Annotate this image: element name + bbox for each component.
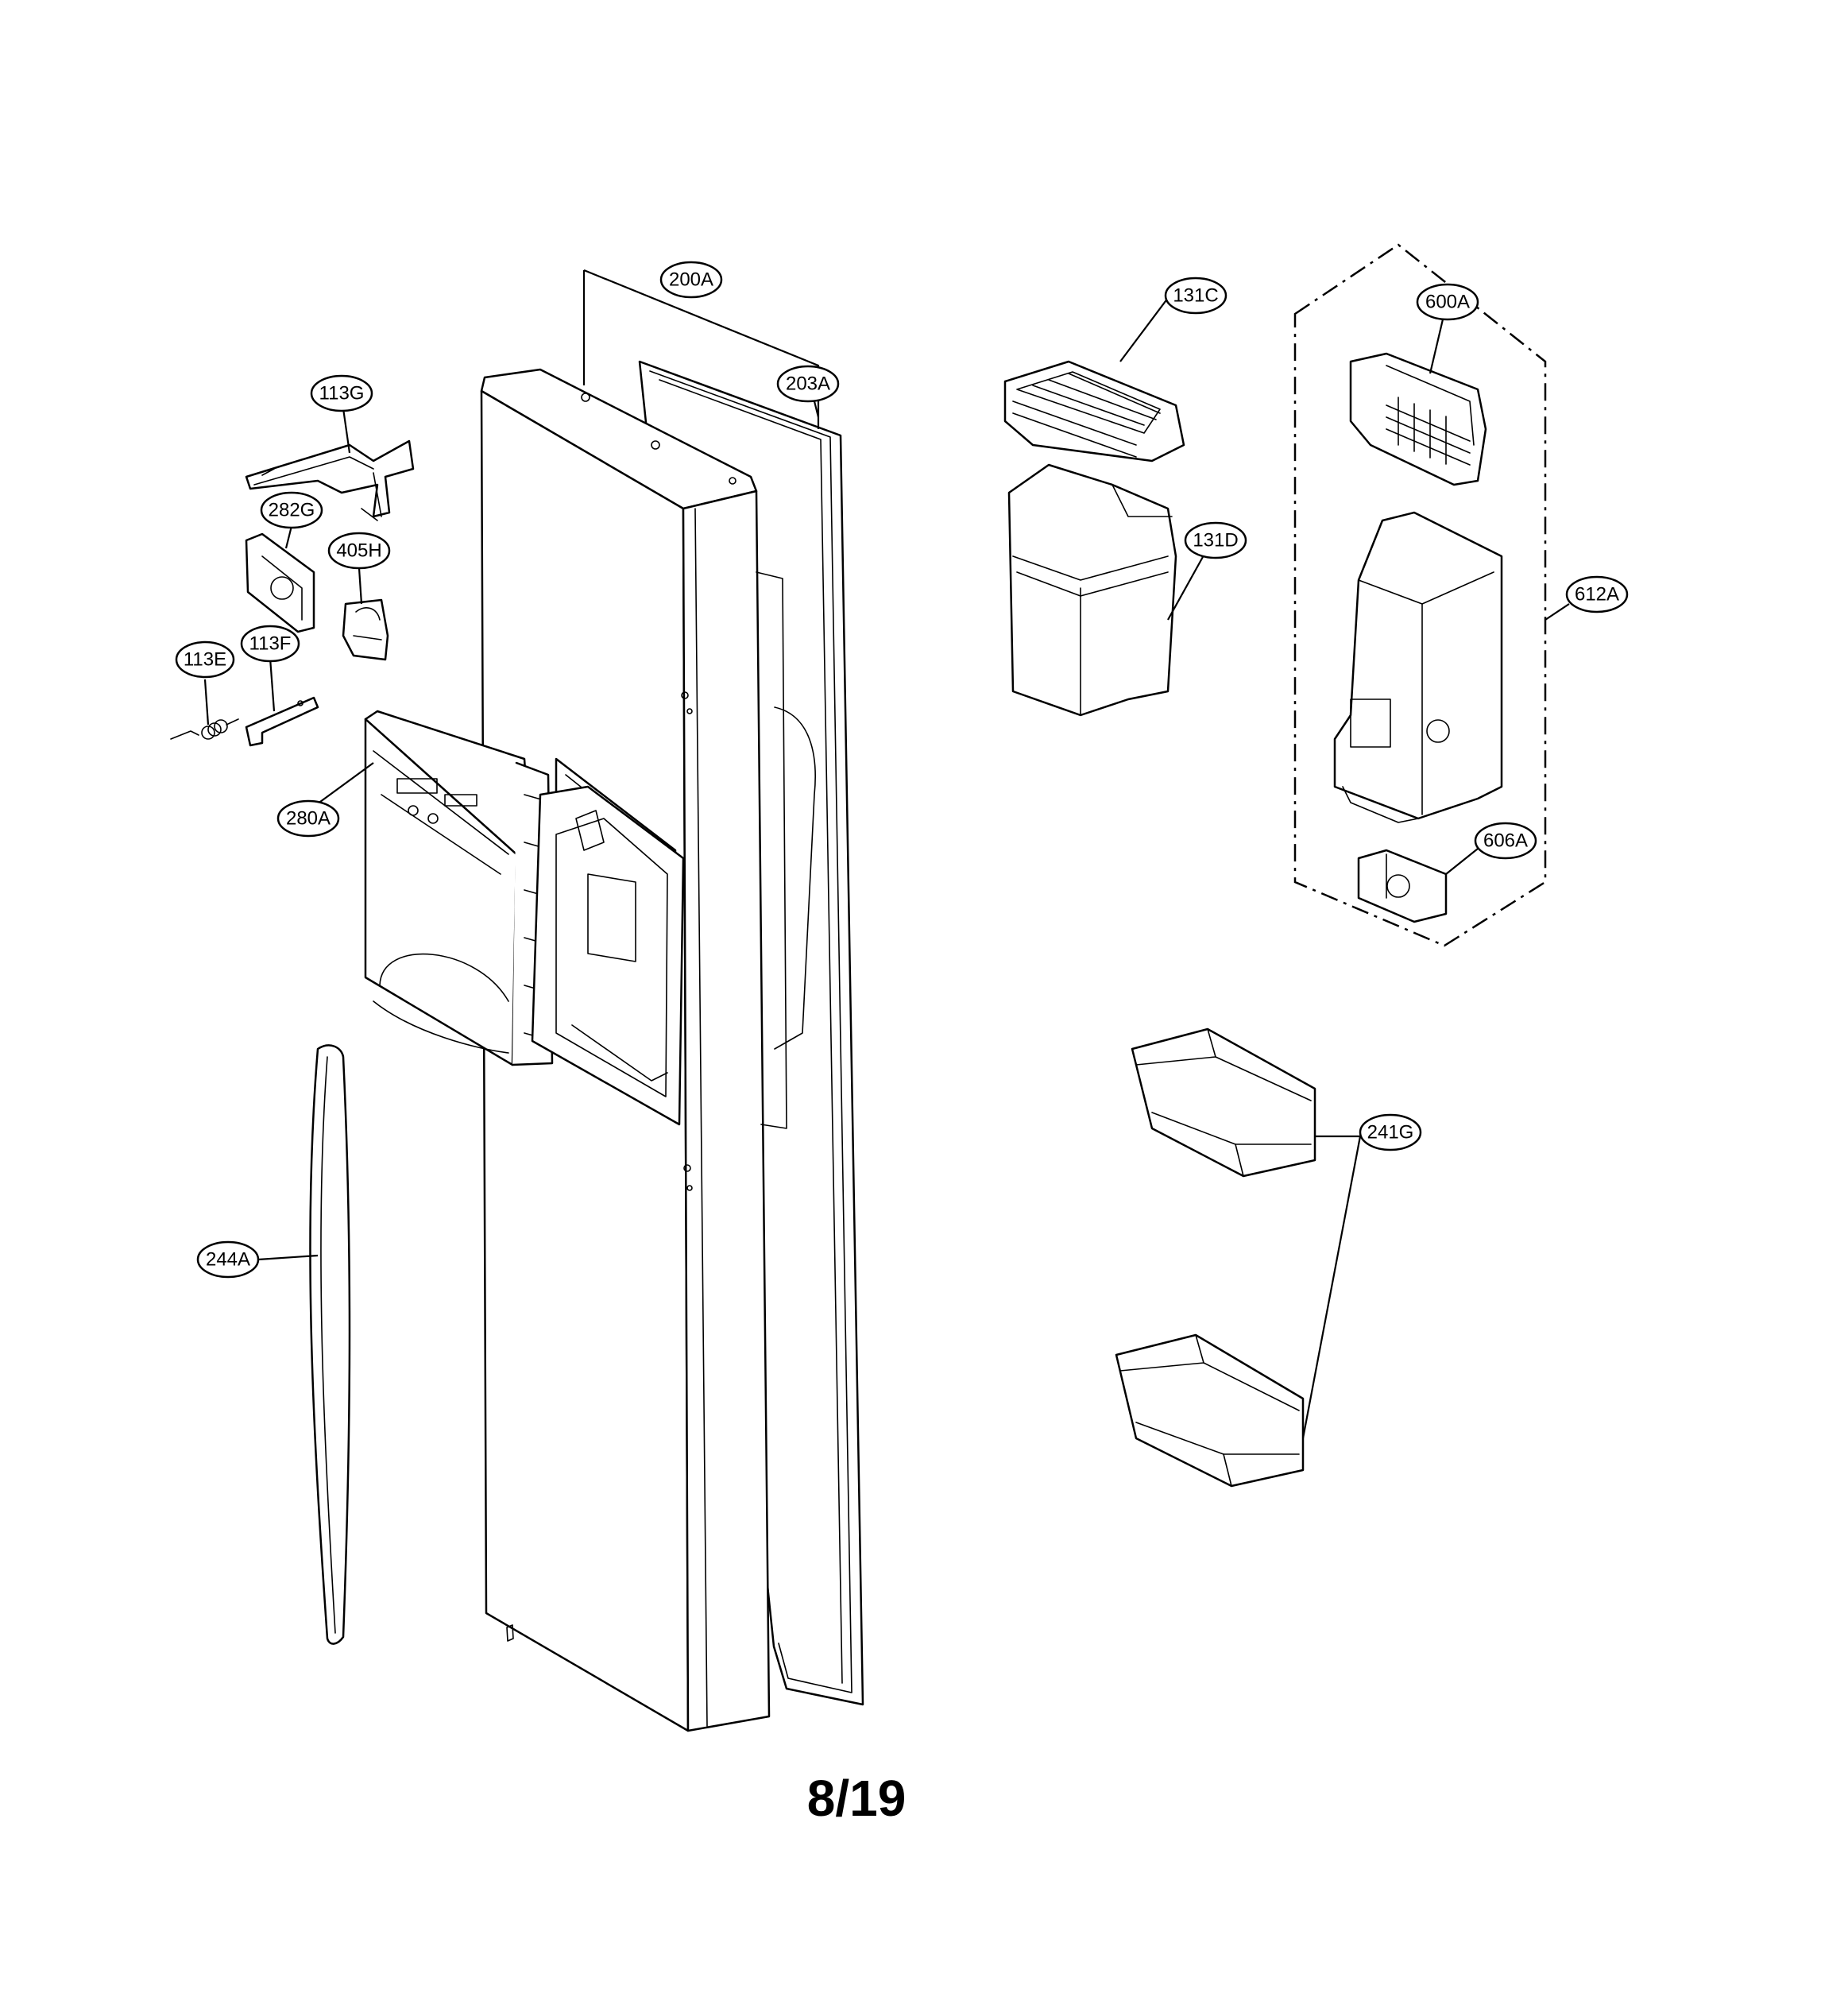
ice-bin-part xyxy=(1007,463,1177,717)
ice-maker-part xyxy=(1349,352,1487,486)
door-handle-part xyxy=(309,1044,351,1645)
callout-label: 113G xyxy=(319,383,365,404)
callout-113G: 113G xyxy=(310,374,373,412)
callout-label: 131D xyxy=(1193,530,1238,551)
callout-label: 405H xyxy=(336,540,381,562)
callout-label: 612A xyxy=(1575,584,1619,606)
callout-131C: 131C xyxy=(1164,277,1227,315)
callout-600A: 600A xyxy=(1416,283,1479,321)
callout-612A: 612A xyxy=(1565,575,1629,613)
callout-label: 113F xyxy=(249,633,292,655)
ice-bin-cover-part xyxy=(1003,360,1185,462)
callout-113F: 113F xyxy=(240,625,300,663)
callout-label: 200A xyxy=(669,269,713,291)
lever-113f-part xyxy=(245,696,319,747)
ice-maker-housing-part xyxy=(1333,511,1503,823)
ice-maker-motor-part xyxy=(1357,849,1448,923)
callout-label: 606A xyxy=(1483,830,1528,852)
dispenser-housing-part xyxy=(531,785,685,1126)
solenoid-405h-part xyxy=(342,598,389,661)
callout-203A: 203A xyxy=(776,365,840,403)
callout-label: 113E xyxy=(184,649,226,671)
callout-113E: 113E xyxy=(175,640,235,679)
callout-label: 282G xyxy=(269,500,315,521)
callout-label: 600A xyxy=(1425,292,1470,313)
callout-244A: 244A xyxy=(196,1240,260,1279)
callout-405H: 405H xyxy=(327,532,391,570)
callout-131D: 131D xyxy=(1184,521,1247,559)
callout-282G: 282G xyxy=(260,491,323,529)
bracket-113g-part xyxy=(245,439,415,521)
callout-label: 131C xyxy=(1173,285,1218,307)
door-bin-upper-part xyxy=(1131,1027,1316,1178)
dispenser-cover-part xyxy=(364,710,554,1066)
callout-280A: 280A xyxy=(276,799,340,838)
door-bin-lower-part xyxy=(1115,1333,1305,1488)
callout-241G: 241G xyxy=(1359,1113,1422,1151)
callout-label: 244A xyxy=(206,1249,250,1271)
callout-label: 241G xyxy=(1367,1122,1414,1143)
callout-200A: 200A xyxy=(659,261,723,299)
spring-113e-part xyxy=(170,718,239,740)
callout-label: 203A xyxy=(786,373,830,395)
leader-lines xyxy=(203,269,1570,1439)
callout-label: 280A xyxy=(286,808,331,830)
ice-maker-kit-boundary xyxy=(1293,243,1547,947)
motor-282g-part xyxy=(245,532,315,633)
callout-606A: 606A xyxy=(1474,822,1537,860)
page-number: 8/19 xyxy=(807,1770,907,1827)
